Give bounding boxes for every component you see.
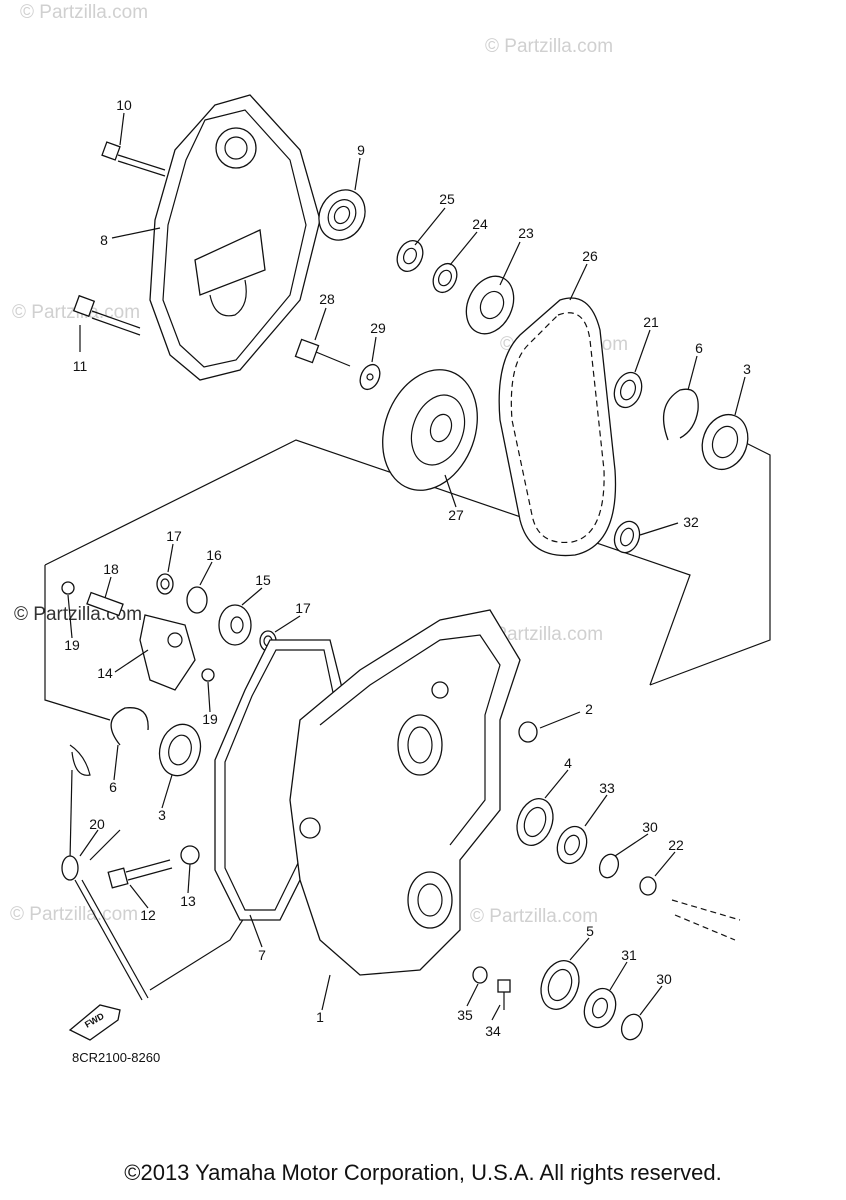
callout-9: 9 bbox=[357, 142, 365, 158]
bolt-washer-28-29 bbox=[294, 338, 381, 391]
callout-24: 24 bbox=[472, 216, 488, 232]
callout-5: 5 bbox=[586, 923, 594, 939]
group-outline bbox=[89, 829, 121, 861]
seal-parts-5-31-30 bbox=[540, 960, 644, 1041]
chain-case-1 bbox=[289, 609, 521, 976]
dipstick-20 bbox=[61, 744, 149, 1001]
group-outline bbox=[44, 439, 691, 686]
callout-14: 14 bbox=[97, 665, 113, 681]
callout-17: 17 bbox=[295, 600, 311, 616]
callout-29: 29 bbox=[370, 320, 386, 336]
callout-1: 1 bbox=[316, 1009, 324, 1025]
callout-33: 33 bbox=[599, 780, 615, 796]
drive-chain-26 bbox=[498, 297, 617, 557]
callout-8: 8 bbox=[100, 232, 108, 248]
seal-parts-4-33-30-22 bbox=[516, 798, 741, 941]
callout-21: 21 bbox=[643, 314, 659, 330]
forward-arrow: FWD bbox=[68, 1004, 121, 1041]
callout-3: 3 bbox=[743, 361, 751, 377]
bearing-parts-21-6-3 bbox=[613, 371, 749, 471]
copyright-notice: ©2013 Yamaha Motor Corporation, U.S.A. A… bbox=[124, 1160, 722, 1185]
callout-2: 2 bbox=[585, 701, 593, 717]
callout-labels: 10 9 8 25 24 23 26 28 29 11 21 6 3 27 32… bbox=[64, 97, 751, 1039]
callout-15: 15 bbox=[255, 572, 271, 588]
callout-30: 30 bbox=[656, 971, 672, 987]
callout-6: 6 bbox=[109, 779, 117, 795]
callout-16: 16 bbox=[206, 547, 222, 563]
part-code: 8CR2100-8260 bbox=[72, 1050, 160, 1065]
watermark: © Partzilla.com bbox=[470, 906, 598, 927]
bolt-nut-12-13 bbox=[107, 845, 200, 889]
callout-17: 17 bbox=[166, 528, 182, 544]
callout-25: 25 bbox=[439, 191, 455, 207]
leader-lines bbox=[67, 112, 746, 1021]
seal-32 bbox=[613, 520, 641, 554]
callout-27: 27 bbox=[448, 507, 464, 523]
callout-13: 13 bbox=[180, 893, 196, 909]
group-outline bbox=[44, 565, 111, 721]
bolts-10-11 bbox=[72, 141, 166, 336]
callout-6: 6 bbox=[695, 340, 703, 356]
plug-2 bbox=[518, 721, 538, 743]
callout-11: 11 bbox=[73, 358, 88, 374]
callout-23: 23 bbox=[518, 225, 534, 241]
watermark: © Partzilla.com bbox=[20, 2, 148, 23]
callout-7: 7 bbox=[258, 947, 266, 963]
callout-32: 32 bbox=[683, 514, 699, 530]
callout-30: 30 bbox=[642, 819, 658, 835]
watermark: © Partzilla.com bbox=[14, 604, 142, 625]
group-outline bbox=[649, 439, 771, 686]
callout-18: 18 bbox=[103, 561, 119, 577]
washer-bolt-35-34 bbox=[472, 966, 511, 1010]
bearing-9 bbox=[318, 189, 366, 241]
chain-case-cover bbox=[149, 94, 321, 381]
callout-19: 19 bbox=[64, 637, 80, 653]
watermark: © Partzilla.com bbox=[485, 36, 613, 57]
callout-4: 4 bbox=[564, 755, 572, 771]
callout-35: 35 bbox=[457, 1007, 473, 1023]
bearing-parts-6-3-left bbox=[110, 707, 202, 777]
callout-26: 26 bbox=[582, 248, 598, 264]
watermark: © Partzilla.com bbox=[12, 302, 140, 323]
tensioner-parts-17-16-15 bbox=[156, 573, 277, 652]
tensioner-arm-14-18-19 bbox=[61, 581, 215, 691]
callout-19: 19 bbox=[202, 711, 218, 727]
callout-12: 12 bbox=[140, 907, 156, 923]
callout-31: 31 bbox=[621, 947, 637, 963]
callout-10: 10 bbox=[116, 97, 132, 113]
sprocket-27 bbox=[382, 369, 478, 491]
callout-28: 28 bbox=[319, 291, 335, 307]
callout-3: 3 bbox=[158, 807, 166, 823]
callout-34: 34 bbox=[485, 1023, 501, 1039]
watermark: © Partzilla.com bbox=[10, 904, 138, 925]
sprocket-parts-25-24-23 bbox=[396, 239, 515, 335]
callout-22: 22 bbox=[668, 837, 684, 853]
callout-20: 20 bbox=[89, 816, 105, 832]
